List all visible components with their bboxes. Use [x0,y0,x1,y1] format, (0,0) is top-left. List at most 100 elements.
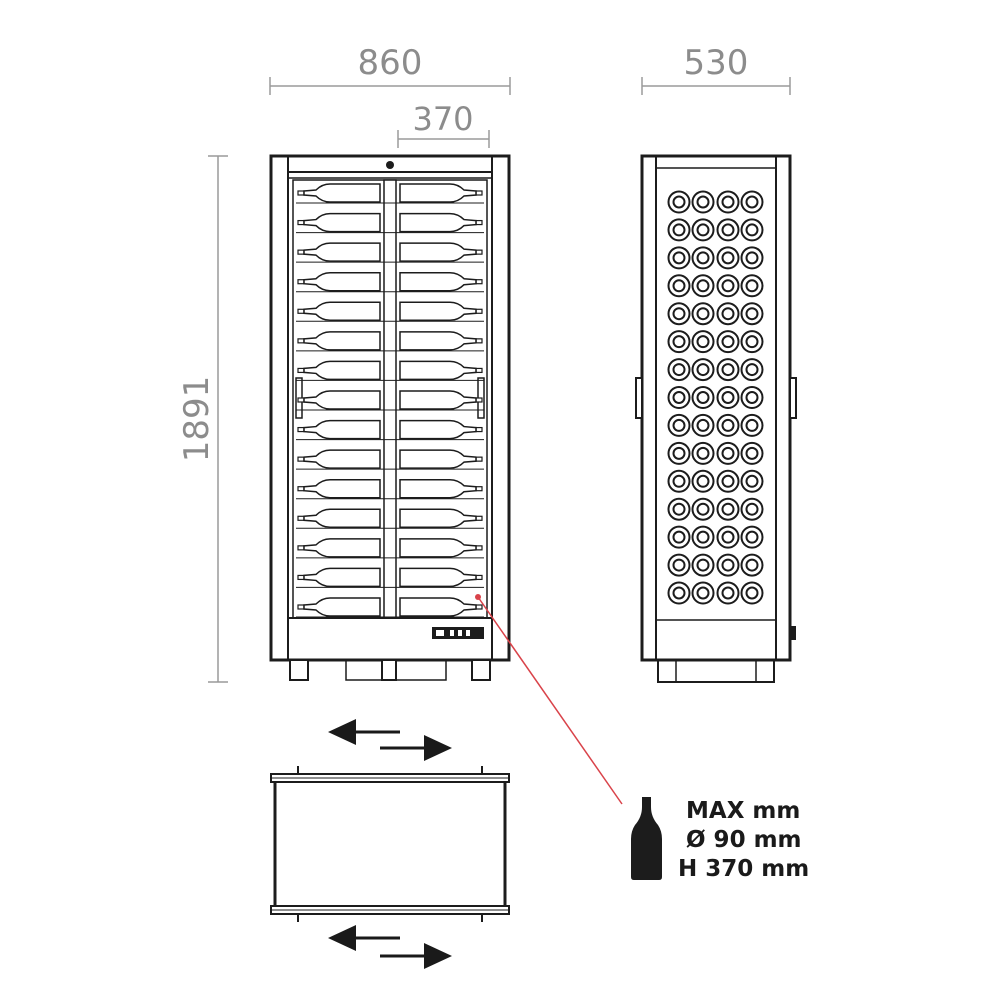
shelf-depth-label: 370 [412,100,473,138]
bottle-end [667,330,691,354]
bottle-end [740,386,764,409]
height-label: 1891 [177,376,217,463]
bottle-end [716,274,740,298]
bottle-front-left [297,597,381,617]
bottle-end [740,218,764,242]
bottle-front-right [399,242,483,262]
bottle-end [667,246,691,270]
bottle-end [716,413,740,437]
spec-line-diameter: Ø 90 mm [686,827,802,853]
bottle-end [716,246,740,270]
bottle-end [691,218,715,242]
center-divider [383,179,397,619]
arrow-right-icon [380,735,452,761]
wine-bottle-icon [631,797,662,880]
bottle-end [667,497,691,521]
bottle-front-right [399,212,483,233]
bottle-end [716,497,740,521]
spec-line-max: MAX mm [686,798,800,824]
bottle-end [667,386,691,409]
bottle-end [716,302,740,326]
bottle-end [691,246,715,270]
bottle-front-left [297,478,381,499]
bottle-end [716,441,740,465]
bottle-front-left [297,567,381,588]
side-view [635,154,797,683]
bottle-end [740,497,764,521]
bottle-end [691,330,715,354]
side-cabinet-outline [640,154,792,662]
bottle-end [691,302,715,326]
bottle-spec: MAX mm Ø 90 mm H 370 mm [631,797,809,882]
lock-icon [386,161,394,169]
bottle-end [667,413,691,437]
dimension-width: 860 [269,43,511,95]
bottle-front-left [297,242,381,262]
bottle-front-right [399,449,483,469]
bottle-front-right [399,301,483,322]
bottle-end [667,553,691,577]
bottle-end [667,274,691,298]
arrow-right-icon [380,943,452,969]
bottle-end [691,553,715,577]
bottle-front-right [399,567,483,588]
bottle-end [740,525,764,549]
bottle-end [691,386,715,409]
bottle-front-left [297,183,381,203]
bottle-front-right [399,419,483,440]
bottle-end [691,274,715,298]
bottle-end [667,525,691,549]
bottle-end [716,581,740,605]
bottle-end [740,330,764,354]
front-bottle-rows [296,183,484,618]
bottle-front-left [297,390,381,410]
dimension-shelf-depth: 370 [397,100,490,148]
leader-line [477,596,623,805]
bottle-front-right [399,508,483,529]
bottle-end [691,497,715,521]
bottle-end [740,274,764,298]
bottle-front-left [297,331,381,351]
bottle-front-left [297,419,381,440]
top-view [270,719,510,969]
bottle-end [691,190,715,214]
width-label: 860 [358,43,423,83]
bottle-front-left [297,538,381,558]
bottle-end [740,441,764,465]
bottle-end [691,581,715,605]
front-view [269,154,511,681]
spec-line-height: H 370 mm [678,856,809,882]
bottle-end [740,190,764,214]
bottle-end [740,553,764,577]
bottle-end [691,358,715,382]
bottle-front-left [297,449,381,469]
bottle-front-right [399,360,483,381]
bottle-front-right [399,390,483,410]
side-base [657,659,775,683]
bottle-end [740,358,764,382]
side-plug [790,626,796,640]
front-foot-center [381,659,397,681]
bottle-front-left [297,301,381,322]
bottle-end [667,441,691,465]
bottle-end [740,302,764,326]
bottle-front-right [399,271,483,292]
bottle-end [667,581,691,605]
bottle-end [667,302,691,326]
bottle-end [740,246,764,270]
bottle-end [667,190,691,214]
dimension-height: 1891 [177,155,228,683]
depth-label: 530 [684,43,749,83]
bottle-end [716,553,740,577]
bottle-end [716,218,740,242]
side-hinge-left [635,377,643,419]
bottle-end [740,413,764,437]
bottle-front-right [399,538,483,558]
bottle-end [691,413,715,437]
bottle-front-right [399,183,483,203]
bottle-front-right [399,478,483,499]
front-foot-right [471,659,491,681]
bottle-front-right [399,597,483,617]
bottle-end [716,358,740,382]
